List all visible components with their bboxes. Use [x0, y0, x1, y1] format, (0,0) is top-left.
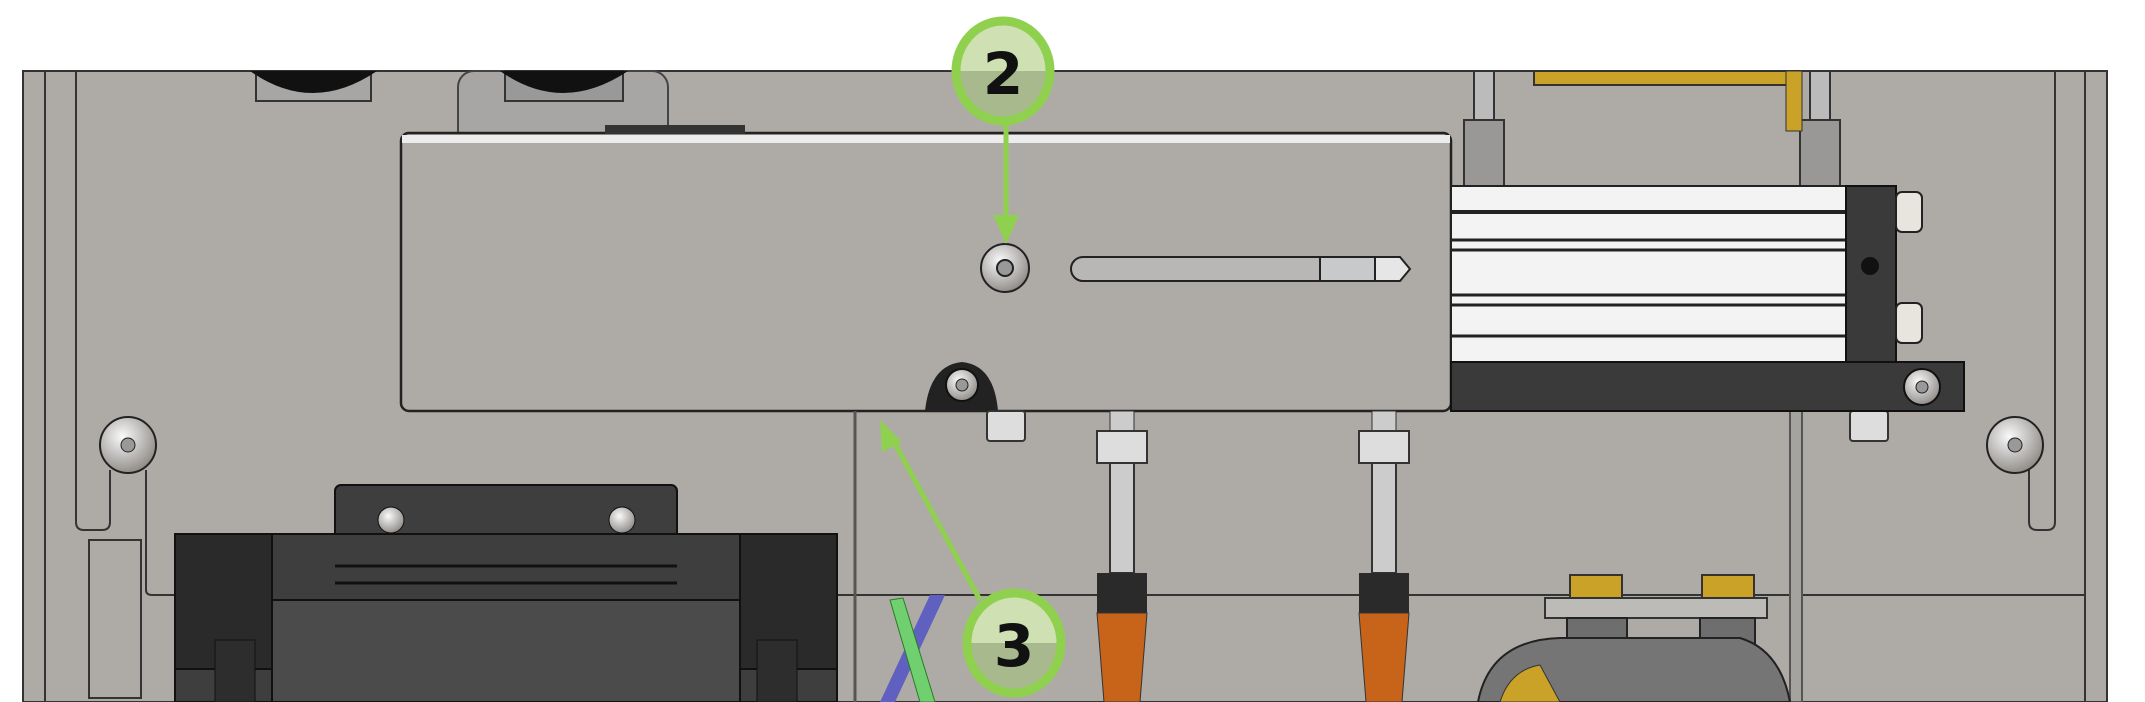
cable-connector — [174, 484, 838, 702]
pneumatic-cylinder — [1450, 185, 1923, 365]
socket-head-screw — [980, 243, 1030, 293]
slot-pin — [1070, 256, 1412, 282]
panel-screw-right — [1986, 416, 2044, 474]
panel-screw-left — [99, 416, 157, 474]
callout-3: 3 — [880, 420, 1066, 698]
top-fitting-left — [250, 70, 377, 102]
cylinder-mount-bar — [1450, 361, 1965, 412]
valve-body — [1476, 574, 1792, 702]
green-wire — [889, 597, 936, 702]
callout-2-label: 2 — [983, 40, 1023, 108]
lower-shelf-edge — [145, 470, 2085, 596]
callout-3-label: 3 — [994, 612, 1034, 680]
lower-screw-tab — [925, 362, 998, 411]
panel-slot-left — [75, 71, 111, 531]
sensor-cable-left — [1096, 410, 1148, 702]
brass-fitting-top — [1533, 70, 1789, 86]
callout-2: 2 — [951, 16, 1055, 244]
vertical-tube — [1789, 409, 1803, 702]
panel-slot-right — [2028, 71, 2056, 531]
sensor-cable-right — [1358, 410, 1410, 702]
